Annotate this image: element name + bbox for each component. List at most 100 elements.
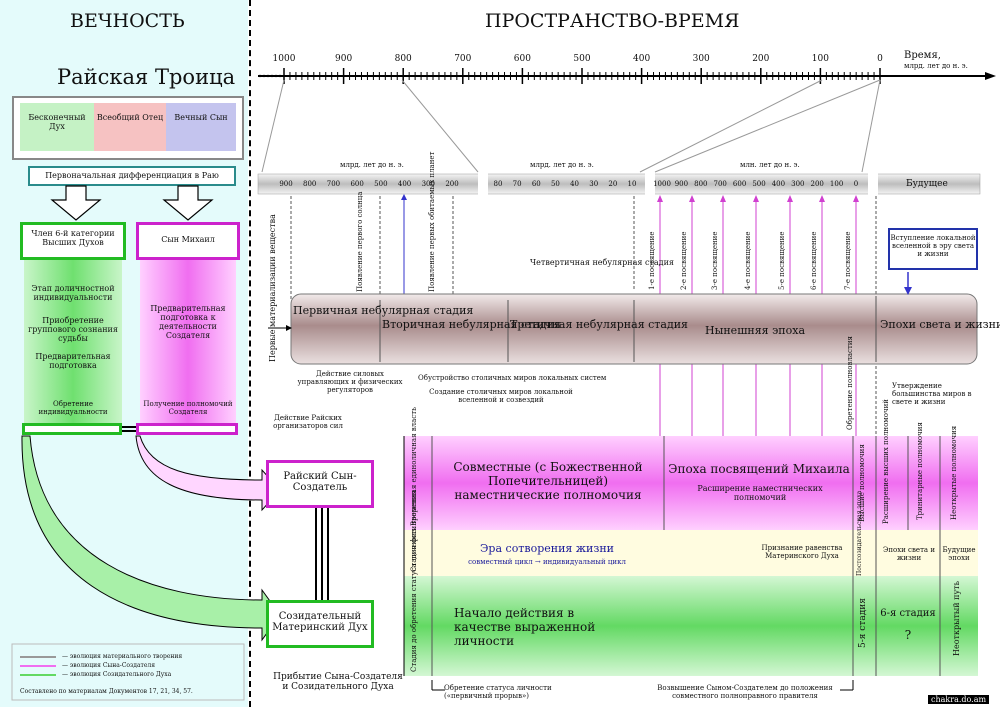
bestowal-arrow	[689, 195, 695, 202]
scale-label-tens: 80	[493, 180, 503, 188]
scale-label-tens: 20	[608, 180, 618, 188]
bestowal-arrow	[819, 195, 825, 202]
scale-label-billion: 300	[421, 180, 435, 188]
scale-label-billion: 800	[303, 180, 317, 188]
scale-label-million: 900	[674, 180, 689, 188]
post-creator-era: Постсозидательская эпоха	[856, 490, 863, 576]
stage-current: Нынешняя эпоха	[705, 324, 805, 337]
scale-label-million: 400	[771, 180, 786, 188]
higher-spirit-box: Член 6-й категории Высших Духов	[20, 222, 126, 260]
arrival-text: Прибытие Сына-Создателя и Созидательного…	[273, 672, 403, 692]
bestowal-label: 4-е посвящение	[744, 231, 752, 290]
axis-tick-label: 900	[335, 54, 353, 64]
first-sun: Появление первого солнца	[356, 191, 364, 292]
axis-tick-label: 200	[752, 54, 770, 64]
axis-dot	[262, 74, 266, 78]
scale-label-billion: 200	[445, 180, 459, 188]
scale-label-billion: 600	[350, 180, 364, 188]
universe-capitals: Создание столичных миров локальной вселе…	[429, 388, 573, 404]
bestowal-label: 2-е посвящение	[680, 231, 688, 290]
force-action: Действие силовых управляющих и физически…	[297, 370, 403, 394]
scale-label-tens: 30	[589, 180, 599, 188]
first-planets: Появление первых обитаемых планет	[428, 151, 436, 292]
legend-material: — эволюция материального творения	[62, 653, 183, 660]
spacetime-header: ПРОСТРАНСТВО-ВРЕМЯ	[485, 10, 740, 32]
stage-light: Эпохи света и жизни	[880, 318, 1000, 331]
scale-label-million: 600	[732, 180, 747, 188]
sixth-stage: 6-я стадия	[880, 608, 936, 619]
bestowal-label: 5-е посвящение	[778, 231, 786, 290]
magenta-cap	[136, 423, 238, 435]
legend-spirit: — эволюция Созидательного Духа	[62, 671, 172, 678]
trinity-powers: Тринитарные полномочия	[916, 422, 924, 520]
scale-label-tens: 70	[512, 180, 522, 188]
fifth-stage: 5-я стадия	[858, 598, 868, 648]
axis-tick-label: 300	[692, 54, 710, 64]
green-prep: Предварительная подготовка	[35, 352, 111, 370]
stage-primary: Первичная небулярная стадия	[293, 304, 473, 317]
axis-tick-label: 100	[811, 54, 829, 64]
scale-label-million: 0	[853, 180, 859, 188]
entry-light-box: Вступление локальной вселенной в эру све…	[888, 228, 978, 270]
paradise-organizers: Действие Райских организаторов сил	[273, 414, 343, 430]
axis-dot	[258, 74, 262, 78]
status-breakthrough: Обретение статуса личности («первичный п…	[444, 684, 552, 700]
scale-label-tens: 10	[627, 180, 637, 188]
scale-label-1: млрд. лет до н. э.	[340, 161, 404, 169]
differentiation-box: Первоначальная дифференциация в Раю	[28, 166, 236, 186]
scale-label-billion: 700	[326, 180, 341, 188]
axis-tick-label: 400	[633, 54, 651, 64]
expand-powers: Расширение наместнических полномочий	[697, 484, 823, 502]
bestowal-label: 3-е посвящение	[711, 231, 719, 290]
joint-powers: Совместные (с Божественной Попечительниц…	[453, 460, 643, 502]
scale-label-million: 500	[752, 180, 766, 188]
expand-supreme: Расширение высших полномочий	[882, 399, 890, 524]
before-status: Стадия до обретения статуса личности	[410, 525, 418, 672]
axis-tick-label: 1000	[272, 54, 296, 64]
bestowal-era: Эпоха посвящений Михаила	[668, 462, 850, 476]
axis-dot	[270, 74, 274, 78]
elevation-text: Возвышение Сыном-Создателем до положения…	[657, 684, 833, 700]
bestowal-label: 7-е посвящение	[844, 231, 852, 290]
time-unit: млрд. лет до н. э.	[904, 62, 968, 70]
full-sovereignty: Обретение полновластия	[846, 336, 854, 430]
future-eras: Будущие эпохи	[942, 546, 976, 562]
scale-label-2: млрд. лет до н. э.	[530, 161, 594, 169]
creator-son-box: Райский Сын-Создатель	[266, 460, 374, 508]
bestowal-label: 1-е посвящение	[648, 231, 656, 290]
bestowal-arrow	[720, 195, 726, 202]
stage-tertiary: Третичная небулярная стадия	[510, 318, 688, 331]
scale-label-billion: 900	[279, 180, 293, 188]
scale-label-tens: 40	[570, 180, 580, 188]
infinite-spirit: Бесконечный Дух	[20, 103, 94, 151]
source-note: Составлено по материалам Документов 17, …	[20, 688, 193, 695]
scale-label-billion: 500	[374, 180, 388, 188]
axis-dot	[274, 74, 278, 78]
scale-label-million: 200	[810, 180, 824, 188]
bestowal-arrow	[657, 195, 663, 202]
eternity-header: ВЕЧНОСТЬ	[70, 10, 185, 32]
mother-equality: Признание равенства Материнского Духа	[761, 544, 843, 560]
michael-box: Сын Михаил	[136, 222, 240, 260]
legend-son: — эволюция Сына-Создателя	[62, 662, 156, 669]
axis-tick-label: 500	[573, 54, 591, 64]
joint-cycle: совместный цикл → индивидуальный цикл	[468, 558, 626, 566]
green-acquire: Приобретение группового сознания судьбы	[28, 316, 118, 343]
axis-tick-label: 700	[454, 54, 472, 64]
green-gain: Обретение индивидуальности	[38, 400, 108, 416]
scale-label-million: 1000	[653, 180, 671, 188]
scale-label-billion: 400	[397, 180, 412, 188]
scale-label-million: 700	[713, 180, 727, 188]
scale-label-3: млн. лет до н. э.	[740, 161, 800, 169]
watermark: chakra.do.am	[928, 695, 990, 704]
magenta-prep: Предварительная подготовка к деятельност…	[150, 304, 226, 340]
eternal-son: Вечный Сын	[166, 103, 236, 151]
scale-label-tens: 50	[550, 180, 560, 188]
green-column	[24, 258, 122, 426]
magenta-receive: Получение полномочий Создателя	[143, 400, 233, 416]
expressed-personality: Начало действия в качестве выраженной ли…	[454, 606, 596, 648]
bestowal-label: 6-е посвящение	[810, 231, 818, 290]
green-cap	[22, 423, 122, 435]
undisclosed-path: Неоткрытый путь	[952, 581, 961, 656]
